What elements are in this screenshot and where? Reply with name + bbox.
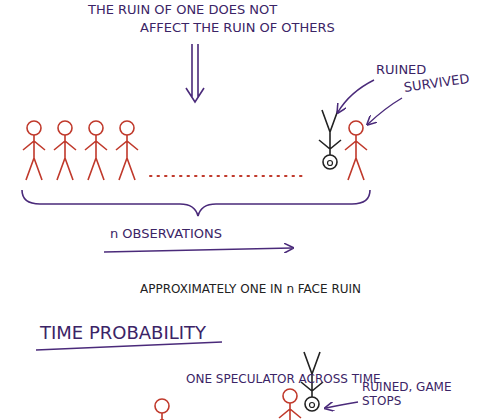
ruined-figure (319, 110, 341, 169)
stick-figure (54, 121, 76, 180)
direction-arrow (104, 248, 292, 252)
stick-figure (23, 121, 45, 180)
stick-figure (116, 121, 138, 180)
leader-arrow (338, 80, 374, 112)
leader-arrow (326, 402, 358, 408)
axis-label: n OBSERVATIONS (110, 226, 222, 242)
section-title: TIME PROBABILITY (40, 322, 206, 344)
note-text: APPROXIMATELY ONE IN n FACE RUIN (140, 282, 361, 296)
callout-label: RUINED (376, 62, 426, 78)
stick-figure-row (151, 389, 301, 420)
underline (36, 342, 222, 350)
bracket (22, 190, 370, 216)
double-arrow (186, 44, 204, 102)
stick-figure (345, 121, 367, 180)
leader-arrow (368, 98, 402, 124)
note-text: ONE SPECULATOR ACROSS TIME (186, 372, 381, 386)
note-text: AFFECT THE RUIN OF OTHERS (140, 20, 335, 36)
stick-figure (85, 121, 107, 180)
dotted-line (150, 175, 305, 177)
callout-label: RUINED, GAME STOPS (362, 380, 458, 409)
note-text: THE RUIN OF ONE DOES NOT (88, 2, 277, 18)
